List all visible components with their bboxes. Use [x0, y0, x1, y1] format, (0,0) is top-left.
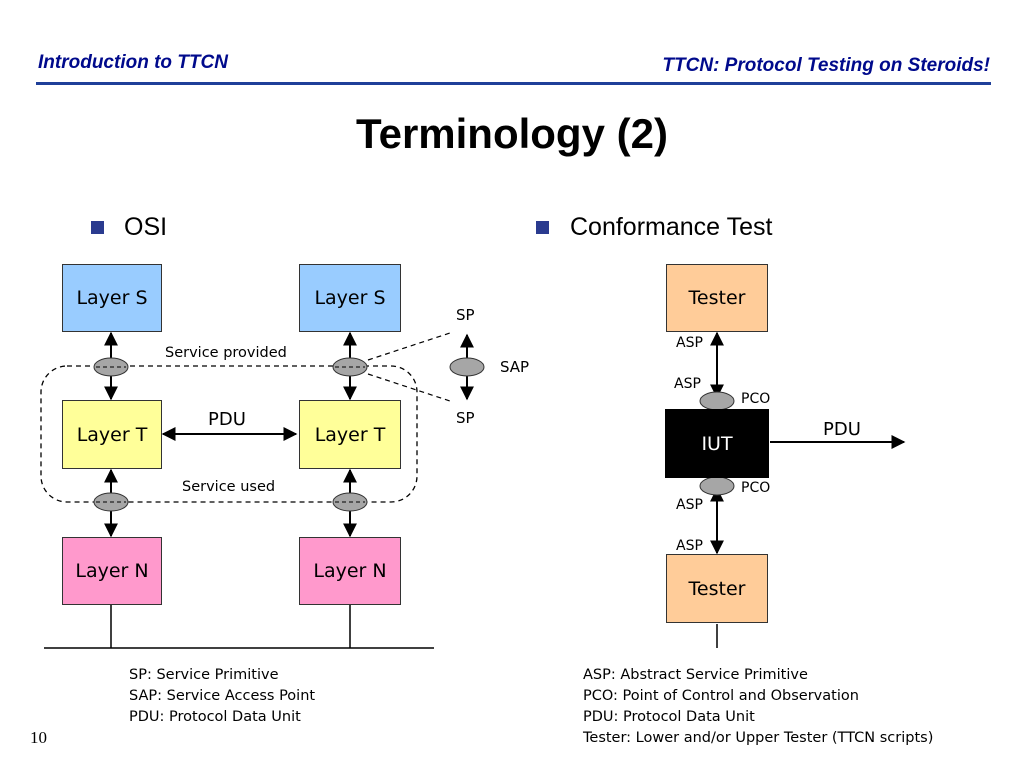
- legend-line: PDU: Protocol Data Unit: [129, 709, 301, 725]
- layer-s-right-box: Layer S: [299, 264, 401, 332]
- page-number: 10: [30, 728, 47, 747]
- zoom-line-lower: [367, 373, 454, 403]
- sap-ellipse-bottom-right: [332, 492, 368, 512]
- asp-label-1: ASP: [676, 335, 703, 351]
- legend-line: SAP: Service Access Point: [129, 688, 316, 704]
- layer-t-left-box: Layer T: [62, 400, 162, 469]
- asp-label-4: ASP: [676, 538, 703, 554]
- asp-label-2: ASP: [674, 376, 701, 392]
- header-rule: [36, 82, 991, 85]
- layer-t-right-box: Layer T: [299, 400, 401, 469]
- header-right-title: TTCN: Protocol Testing on Steroids!: [662, 55, 990, 76]
- sap-ellipse-detail: [449, 357, 485, 377]
- sp-bottom-label: SP: [456, 409, 475, 427]
- legend-line: PDU: Protocol Data Unit: [583, 709, 755, 725]
- service-provided-label: Service provided: [165, 345, 287, 361]
- service-used-label: Service used: [182, 479, 276, 495]
- osi-legend: SP: Service Primitive SAP: Service Acces…: [129, 665, 315, 728]
- pdu-osi-label: PDU: [208, 409, 246, 430]
- pco-top-label: PCO: [741, 391, 771, 407]
- osi-heading: OSI: [124, 213, 168, 241]
- pco-ellipse-top: [699, 391, 735, 411]
- pco-bottom-label: PCO: [741, 480, 771, 496]
- conformance-heading: Conformance Test: [570, 213, 773, 241]
- zoom-line-upper: [367, 331, 454, 361]
- slide-title: Terminology (2): [356, 110, 668, 157]
- layer-n-left-box: Layer N: [62, 537, 162, 605]
- sap-ellipse-top-left: [93, 357, 129, 377]
- legend-line: ASP: Abstract Service Primitive: [583, 667, 808, 683]
- legend-line: SP: Service Primitive: [129, 667, 279, 683]
- legend-line: Tester: Lower and/or Upper Tester (TTCN …: [583, 730, 934, 746]
- layer-s-left-box: Layer S: [62, 264, 162, 332]
- service-boundary-dashed: [40, 365, 418, 503]
- bullet-square-icon: [536, 221, 549, 234]
- sap-ellipse-top-right: [332, 357, 368, 377]
- iut-box: IUT: [665, 409, 769, 478]
- legend-line: PCO: Point of Control and Observation: [583, 688, 859, 704]
- pco-ellipse-bottom: [699, 476, 735, 496]
- sap-label: SAP: [500, 358, 530, 376]
- tester-top-box: Tester: [666, 264, 768, 332]
- asp-label-3: ASP: [676, 497, 703, 513]
- layer-n-right-box: Layer N: [299, 537, 401, 605]
- conformance-legend: ASP: Abstract Service Primitive PCO: Poi…: [583, 665, 933, 749]
- tester-bottom-box: Tester: [666, 554, 768, 623]
- header-left-title: Introduction to TTCN: [38, 52, 228, 73]
- bullet-square-icon: [91, 221, 104, 234]
- sp-top-label: SP: [456, 306, 475, 324]
- sap-ellipse-bottom-left: [93, 492, 129, 512]
- pdu-iut-label: PDU: [823, 419, 861, 440]
